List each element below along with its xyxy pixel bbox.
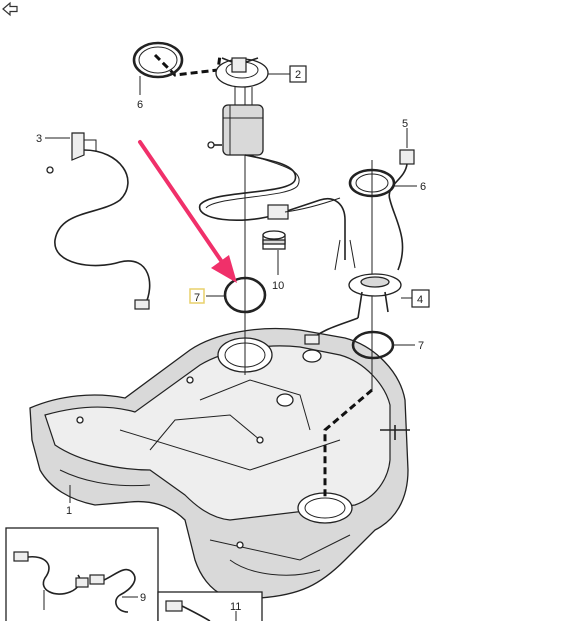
inset-wiring-harness-9: [5, 527, 159, 621]
level-sensor-flange: [304, 273, 402, 345]
callout-6-right: 6: [420, 181, 426, 193]
fuel-pump-unit: [207, 57, 269, 156]
callout-7-highlight-box: [189, 288, 205, 304]
callout-2: 2: [295, 69, 301, 81]
callout-3: 3: [36, 133, 42, 145]
o-ring-left: [223, 276, 267, 314]
pink-pointer-arrow: [138, 140, 237, 283]
seal-ring-top: [132, 41, 184, 79]
callout-9: 9: [140, 592, 146, 604]
callout-5: 5: [402, 118, 408, 130]
wiring-connector-right: [388, 149, 415, 271]
seal-ring-right: [348, 168, 396, 198]
wiring-harness-left: [46, 132, 151, 310]
callout-4: 4: [417, 294, 423, 306]
callout-6-top: 6: [137, 99, 143, 111]
inset-box-11: [157, 591, 263, 621]
callout-11: 11: [230, 601, 241, 613]
hose-connector: [262, 230, 286, 250]
callout-7-right: 7: [418, 340, 424, 352]
callout-1: 1: [66, 505, 72, 517]
callout-7-left: 7: [194, 292, 200, 304]
callout-10: 10: [272, 280, 284, 292]
back-arrow-icon[interactable]: [2, 1, 18, 17]
